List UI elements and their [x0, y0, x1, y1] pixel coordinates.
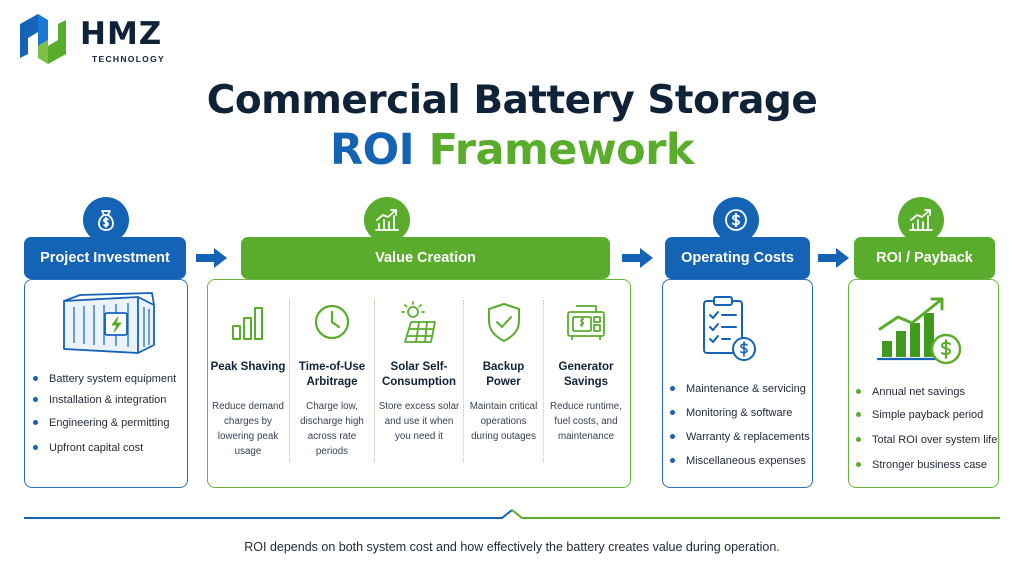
value-desc: Reduce demand charges by lowering peak u…	[212, 401, 284, 457]
title-framework: Framework	[428, 125, 695, 175]
list-item: Annual net savings	[850, 385, 998, 399]
roi-payback-header: ROI / Payback	[854, 237, 995, 279]
value-title: Backup Power	[482, 361, 525, 388]
value-creation-panel	[207, 279, 631, 488]
dollar-coin-icon	[713, 197, 759, 243]
value-desc: Maintain critical operations during outa…	[469, 401, 538, 442]
value-desc: Store excess solar and use it when you n…	[378, 401, 460, 442]
title-roi: ROI	[329, 125, 415, 175]
footer-divider	[24, 509, 1000, 519]
column-divider	[289, 300, 290, 462]
list-item: Stronger business case	[850, 458, 998, 472]
value-backup-power: Backup Power Maintain critical operation…	[464, 300, 543, 470]
project-investment-header: Project Investment	[24, 237, 186, 279]
brand-tagline: TECHNOLOGY	[92, 54, 165, 64]
roi-list: Annual net savings Simple payback period…	[850, 385, 998, 472]
list-item: Installation & integration	[27, 393, 185, 407]
list-item: Engineering & permitting	[27, 416, 185, 430]
list-item: Miscellaneous expenses	[664, 454, 812, 468]
arrow-right-icon	[196, 248, 227, 268]
page-subtitle: ROI Framework	[0, 124, 1024, 176]
page-title: Commercial Battery Storage	[206, 78, 818, 123]
operating-costs-header: Operating Costs	[665, 237, 810, 279]
battery-container-icon	[63, 292, 155, 354]
value-generator-savings: Generator Savings Reduce runtime, fuel c…	[544, 300, 628, 470]
value-desc: Charge low, discharge high across rate p…	[300, 401, 364, 457]
list-item: Maintenance & servicing	[664, 382, 812, 396]
brand-logo: HMZ TECHNOLOGY	[14, 10, 204, 70]
growth-chart-icon	[898, 197, 944, 243]
growth-chart-icon	[364, 197, 410, 243]
clock-icon	[314, 304, 350, 340]
column-divider	[543, 300, 544, 462]
value-desc: Reduce runtime, fuel costs, and maintena…	[550, 401, 622, 442]
column-divider	[374, 300, 375, 462]
brand-name: HMZ	[80, 16, 163, 52]
operating-list: Maintenance & servicing Monitoring & sof…	[664, 382, 812, 468]
footer-note: ROI depends on both system cost and how …	[244, 540, 780, 554]
value-title: Peak Shaving	[210, 361, 286, 373]
money-bag-icon	[83, 197, 129, 243]
arrow-right-icon	[818, 248, 849, 268]
shield-check-icon	[487, 303, 520, 342]
list-item: Warranty & replacements	[664, 430, 812, 444]
value-title: Time-of-Use Arbitrage	[298, 361, 366, 388]
value-tou-arbitrage: Time-of-Use Arbitrage Charge low, discha…	[290, 300, 374, 470]
investment-list: Battery system equipment Installation & …	[27, 372, 185, 455]
bar-chart-icon	[232, 307, 263, 340]
value-creation-header: Value Creation	[241, 237, 610, 279]
arrow-right-icon	[622, 248, 653, 268]
value-peak-shaving: Peak Shaving Reduce demand charges by lo…	[207, 300, 289, 470]
value-solar-self-consumption: Solar Self-Consumption Store excess sola…	[375, 300, 463, 470]
list-item: Upfront capital cost	[27, 441, 185, 455]
value-title: Solar Self-Consumption	[381, 361, 457, 388]
operating-costs-panel	[662, 279, 813, 488]
column-divider	[463, 300, 464, 462]
list-item: Total ROI over system life	[850, 433, 998, 447]
generator-icon	[567, 305, 605, 340]
list-item: Simple payback period	[850, 408, 998, 422]
solar-panel-icon	[401, 301, 436, 343]
list-item: Monitoring & software	[664, 406, 812, 420]
checklist-dollar-icon	[703, 296, 756, 361]
rising-bars-dollar-icon	[876, 297, 962, 365]
list-item: Battery system equipment	[27, 372, 185, 386]
value-title: Generator Savings	[558, 361, 614, 388]
hmz-logo-icon	[20, 14, 66, 64]
